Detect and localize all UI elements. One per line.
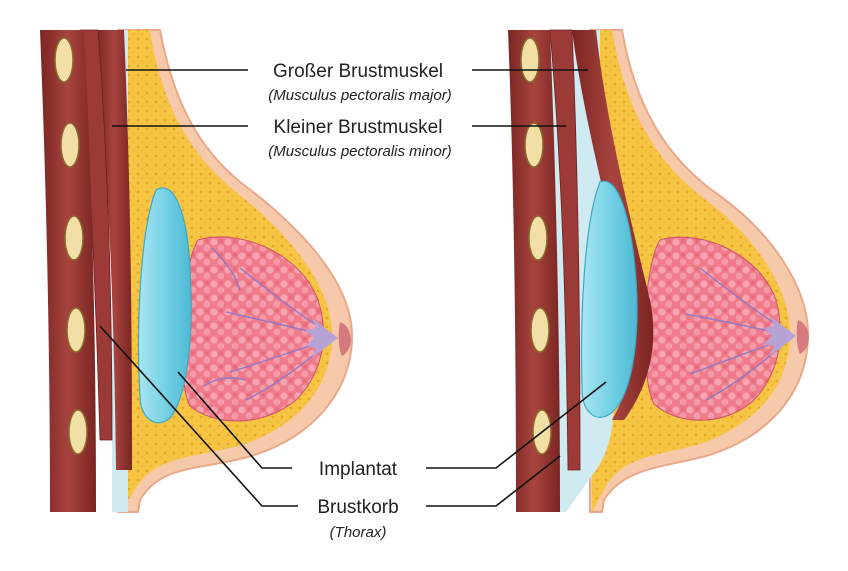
labels: Großer Brustmuskel (Musculus pectoralis …: [268, 61, 451, 541]
left-nipple: [338, 322, 351, 356]
leader-thorax-right: [426, 455, 561, 507]
left-duct-fan: [306, 318, 338, 358]
label-thorax-latin: (Thorax): [330, 524, 387, 541]
leader-implant-right: [426, 381, 607, 469]
label-pectoralis-minor-latin: (Musculus pectoralis minor): [268, 143, 451, 160]
label-pectoralis-minor: Kleiner Brustmuskel: [274, 117, 443, 138]
left-ribs: [54, 37, 88, 455]
leader-thorax-left: [99, 325, 298, 507]
label-thorax: Brustkorb: [317, 497, 398, 518]
leader-lines: [99, 69, 607, 507]
left-implant: [137, 187, 192, 424]
label-implant: Implantat: [319, 459, 398, 480]
leader-implant-left: [177, 371, 292, 469]
right-pectoralis-minor: [549, 29, 581, 471]
left-breast-illustration: [40, 29, 354, 513]
right-rib-wall: [508, 30, 560, 512]
right-breast-illustration: [508, 29, 810, 513]
label-pectoralis-major-latin: (Musculus pectoralis major): [268, 87, 451, 104]
right-nipple: [796, 320, 809, 354]
right-implant: [580, 180, 638, 418]
label-pectoralis-major: Großer Brustmuskel: [273, 61, 443, 82]
left-rib-wall: [40, 30, 96, 512]
right-duct-fan: [764, 316, 796, 356]
